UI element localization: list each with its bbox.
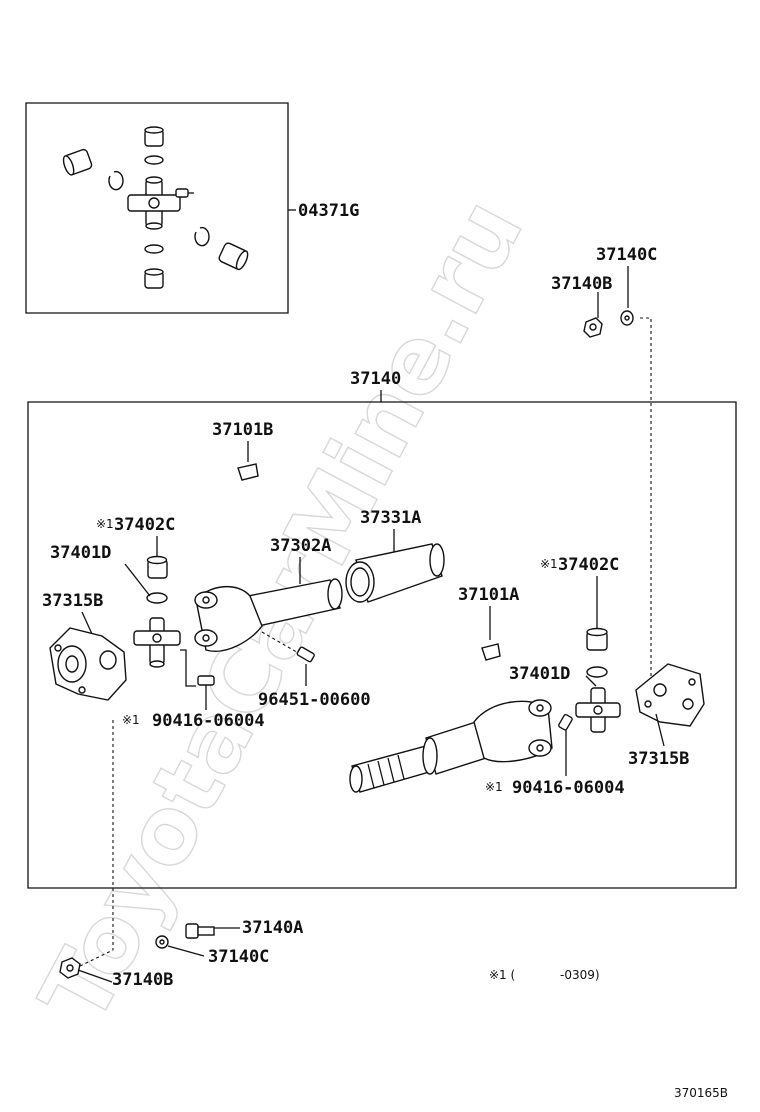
propeller-tube-icon — [194, 578, 343, 652]
label-37402c-left: 37402C — [114, 515, 175, 535]
plug-icon — [296, 646, 315, 663]
label-37101b: 37101B — [212, 420, 273, 440]
bearing-cup-left-icon — [146, 555, 168, 579]
footnote-range: -0309) — [560, 968, 600, 982]
spline-shaft-icon — [349, 699, 553, 793]
washer-icon — [620, 310, 634, 326]
label-37140b-top: 37140B — [551, 274, 612, 294]
label-37331a: 37331A — [360, 508, 421, 528]
mark-37402c-right: ※1 — [540, 557, 558, 571]
mark-37402c-left: ※1 — [96, 517, 114, 531]
kit-snap-ring-icon — [108, 155, 210, 254]
label-37140b-bottom: 37140B — [112, 970, 173, 990]
figure-id: 370165B — [674, 1086, 728, 1100]
mark-90416-left: ※1 — [122, 713, 140, 727]
dust-boot-icon — [345, 543, 445, 603]
label-37302a: 37302A — [270, 536, 331, 556]
label-37140a: 37140A — [242, 918, 303, 938]
spider-cross-left-icon — [133, 617, 181, 668]
label-37101a: 37101A — [458, 585, 519, 605]
snap-ring-left-icon — [146, 592, 168, 604]
label-37315b-left: 37315B — [42, 591, 103, 611]
grease-fitting-right-icon — [558, 713, 573, 776]
flange-yoke-right-icon — [635, 663, 705, 727]
balance-weight-lower-icon — [481, 643, 501, 661]
assembly-outline — [27, 401, 737, 889]
label-90416-06004-right: 90416-06004 — [512, 778, 625, 798]
washer-bottom-icon — [155, 935, 169, 949]
label-37401d-right: 37401D — [509, 664, 570, 684]
label-37140c-top: 37140C — [596, 245, 657, 265]
kit-bearing-cup-icon — [62, 126, 249, 289]
nut-icon — [583, 317, 603, 338]
grease-fitting-left-icon — [197, 675, 215, 696]
mark-90416-right: ※1 — [485, 780, 503, 794]
flange-yoke-left-icon — [49, 627, 127, 701]
label-37402c-right: 37402C — [558, 555, 619, 575]
label-04371g: 04371G — [298, 201, 359, 221]
label-90416-06004-left: 90416-06004 — [152, 711, 265, 731]
balance-weight-icon — [237, 463, 259, 481]
spider-cross-right-icon — [575, 687, 621, 733]
label-37401d-left: 37401D — [50, 543, 111, 563]
kit-spider-cross-icon — [127, 176, 181, 230]
kit-grease-fitting-icon — [175, 188, 194, 198]
snap-ring-right-icon — [586, 666, 608, 678]
label-37140: 37140 — [350, 369, 401, 389]
universal-joint-kit-box — [25, 102, 296, 314]
label-37315b-right: 37315B — [628, 749, 689, 769]
nut-bottom-icon — [59, 957, 81, 979]
bearing-cup-right-icon — [586, 627, 608, 651]
footnote-mark: ※1 ( — [489, 968, 515, 982]
bolt-icon — [185, 923, 215, 939]
label-96451-00600: 96451-00600 — [258, 690, 371, 710]
label-37140c-bottom: 37140C — [208, 947, 269, 967]
